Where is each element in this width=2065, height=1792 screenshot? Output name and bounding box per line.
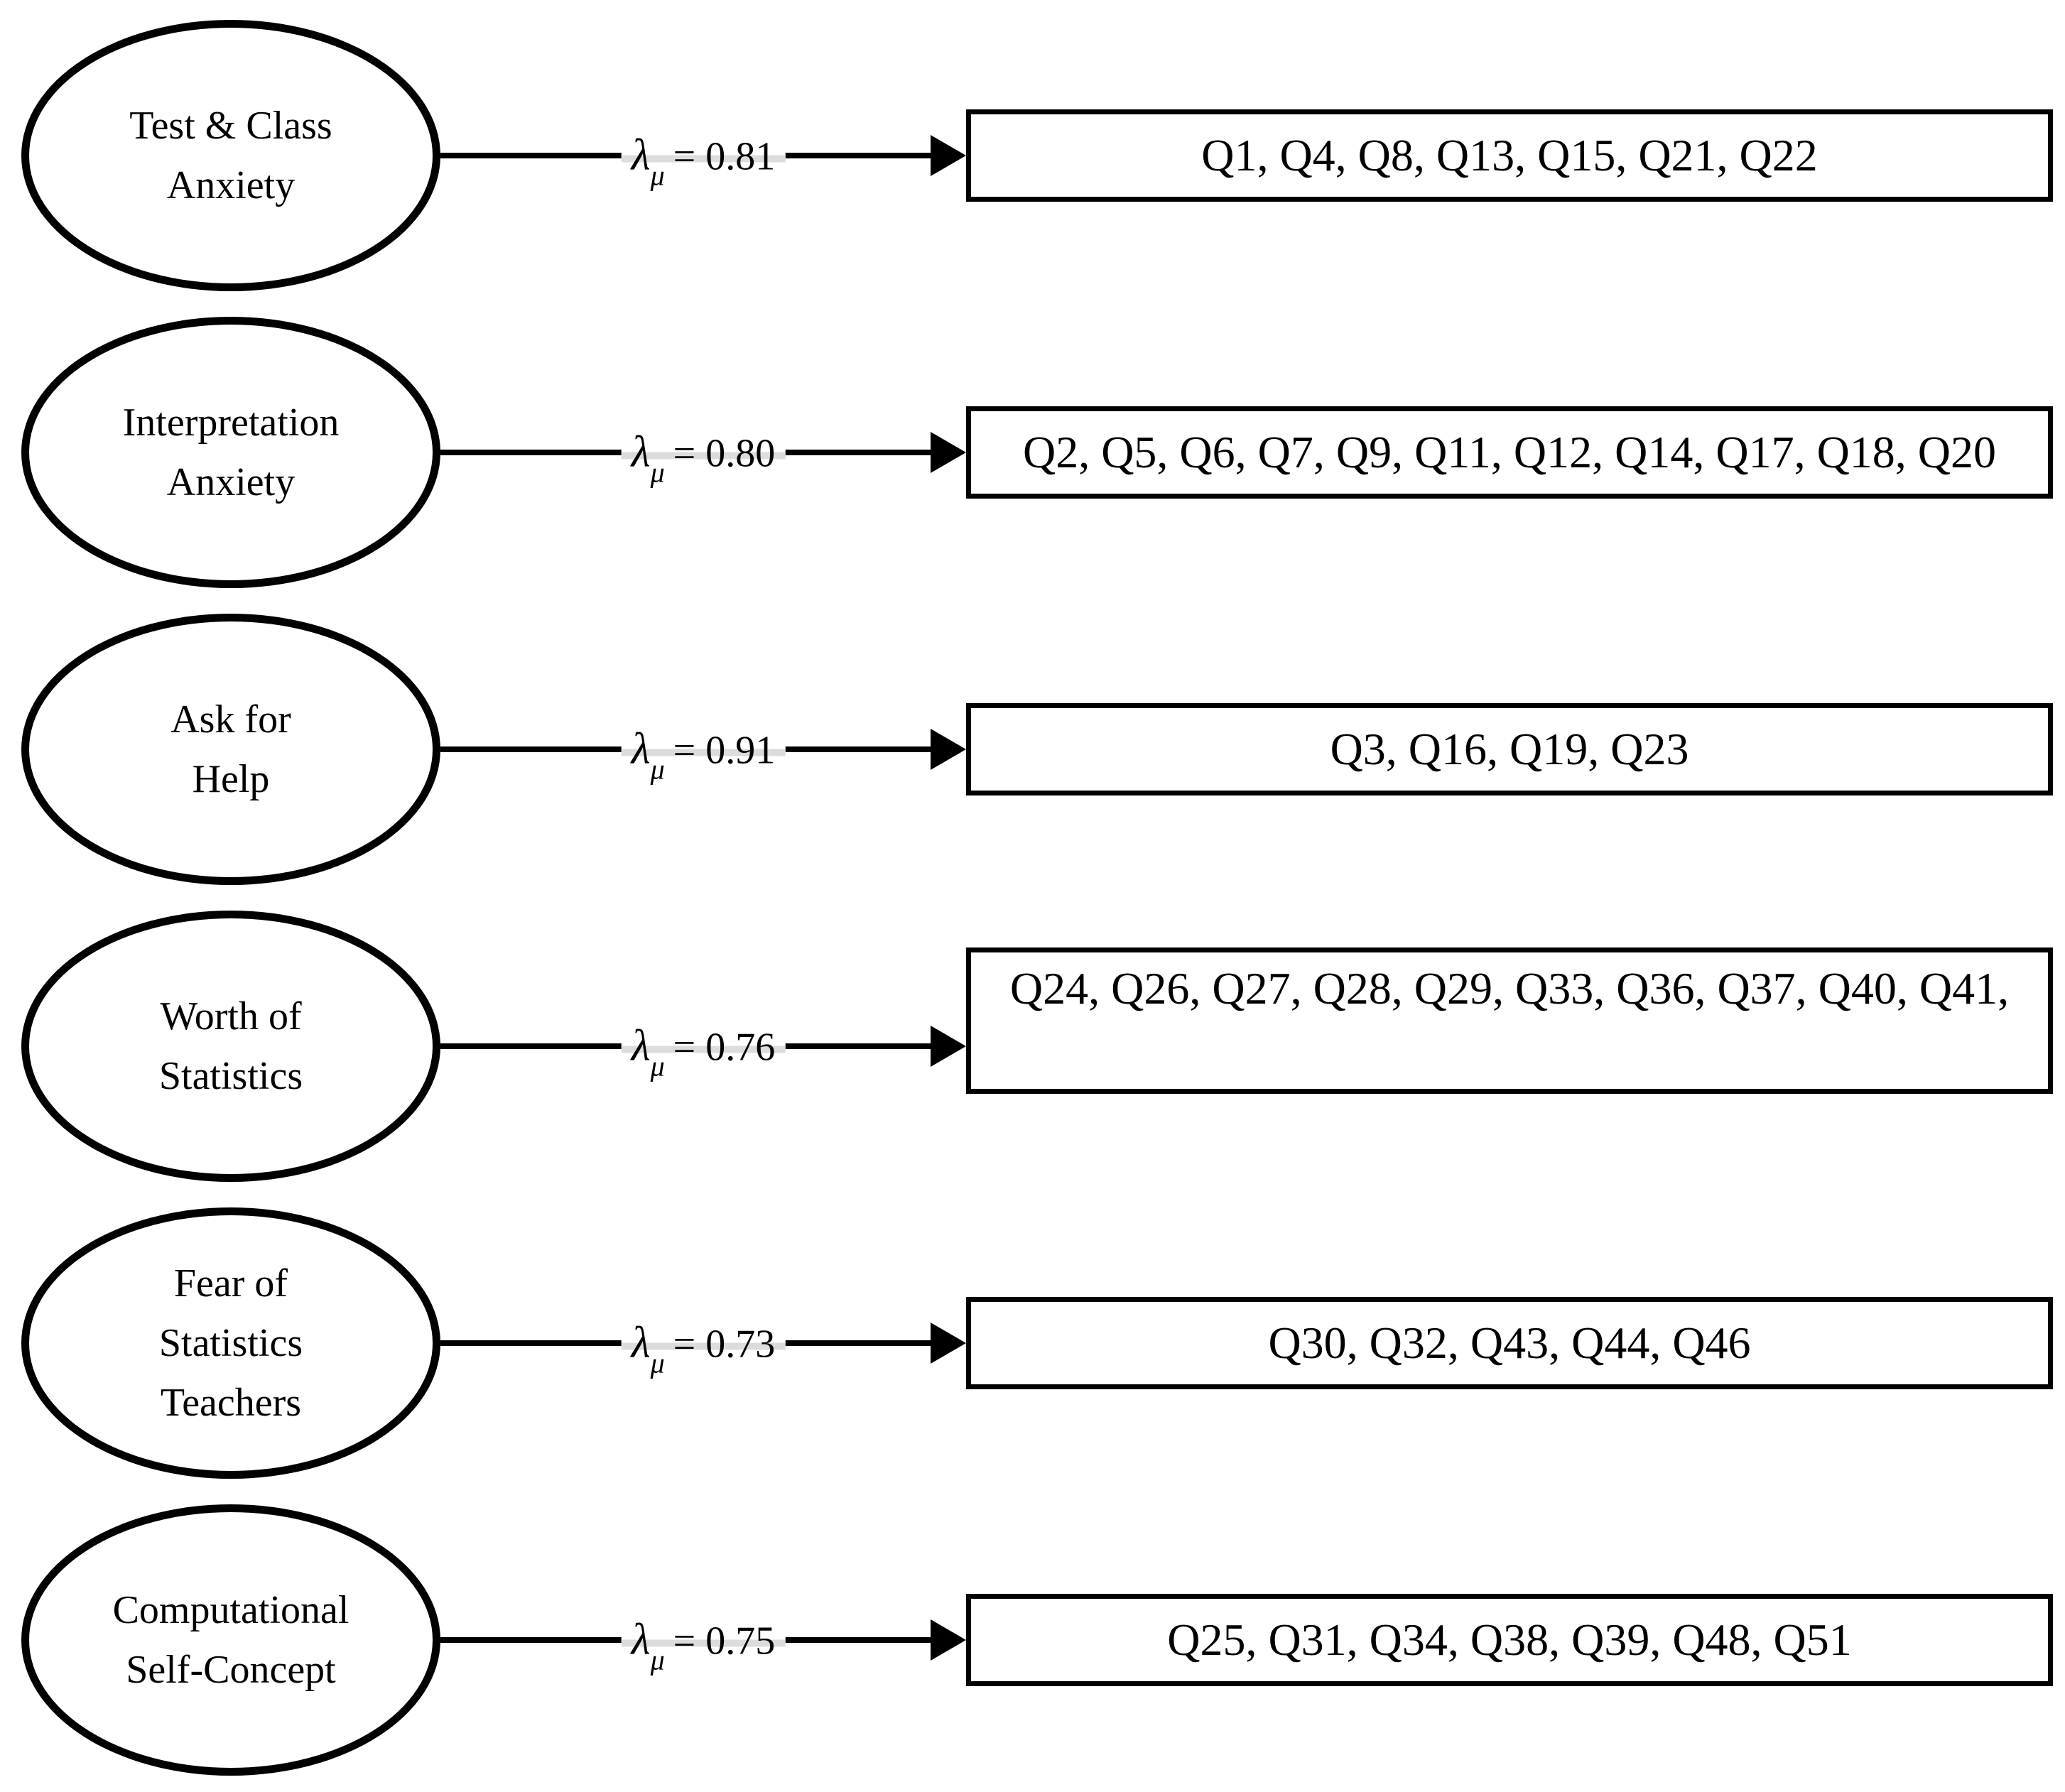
lambda-value: = 0.76 (673, 1025, 776, 1070)
lambda-symbol: λ (631, 724, 651, 773)
items-box: Q30, Q32, Q43, Q44, Q46 (966, 1297, 2053, 1389)
items-box: Q25, Q31, Q34, Q38, Q39, Q48, Q51 (966, 1594, 2053, 1686)
lambda-label: λμ= 0.80 (621, 425, 786, 487)
loading-arrow: λμ= 0.81 (440, 7, 966, 304)
items-box: Q2, Q5, Q6, Q7, Q9, Q11, Q12, Q14, Q17, … (966, 406, 2053, 499)
factor-label: Computational Self-Concept (112, 1588, 349, 1692)
loading-arrow: λμ= 0.76 (440, 898, 966, 1195)
factor-label: Test & Class Anxiety (129, 104, 332, 207)
lambda-label: λμ= 0.81 (621, 129, 786, 190)
lambda-symbol: λ (631, 1615, 651, 1664)
lambda-label: λμ= 0.75 (621, 1613, 786, 1674)
lambda-value: = 0.81 (673, 134, 776, 179)
arrowhead-icon (931, 1026, 966, 1067)
arrowhead-icon (931, 1619, 966, 1661)
items-text: Q1, Q4, Q8, Q13, Q15, Q21, Q22 (1201, 130, 1818, 180)
items-text: Q24, Q26, Q27, Q28, Q29, Q33, Q36, Q37, … (1009, 963, 2010, 1014)
factor-label: Worth of Statistics (158, 994, 303, 1098)
lambda-label: λμ= 0.76 (621, 1019, 786, 1080)
items-box: Q3, Q16, Q19, Q23 (966, 703, 2053, 795)
factor-label: Interpretation Anxiety (122, 401, 340, 504)
latent-factor-ellipse: Test & Class Anxiety (21, 20, 440, 291)
items-text: Q3, Q16, Q19, Q23 (1330, 724, 1689, 774)
arrowhead-icon (931, 432, 966, 473)
latent-factor-ellipse: Fear of Statistics Teachers (21, 1207, 440, 1479)
factor-row: Computational Self-Concept λμ= 0.75 Q25,… (21, 1492, 2053, 1788)
lambda-subscript: μ (650, 1050, 665, 1082)
arrowhead-icon (931, 1323, 966, 1364)
items-text: Q2, Q5, Q6, Q7, Q9, Q11, Q12, Q14, Q17, … (1022, 427, 1997, 477)
lambda-value: = 0.75 (673, 1619, 776, 1663)
latent-factor-ellipse: Worth of Statistics (21, 911, 440, 1182)
factor-row: Ask for Help λμ= 0.91 Q3, Q16, Q19, Q23 (21, 601, 2053, 898)
factor-label: Ask for Help (170, 697, 291, 801)
latent-factor-ellipse: Interpretation Anxiety (21, 317, 440, 588)
arrowhead-icon (931, 135, 966, 176)
lambda-symbol: λ (631, 131, 651, 180)
items-box: Q24, Q26, Q27, Q28, Q29, Q33, Q36, Q37, … (966, 947, 2053, 1094)
latent-factor-ellipse: Computational Self-Concept (21, 1504, 440, 1776)
lambda-value: = 0.91 (673, 728, 776, 773)
lambda-subscript: μ (650, 159, 665, 192)
factor-row: Worth of Statistics λμ= 0.76 Q24, Q26, Q… (21, 898, 2053, 1195)
lambda-label: λμ= 0.91 (621, 722, 786, 783)
lambda-label: λμ= 0.73 (621, 1316, 786, 1377)
lambda-value: = 0.80 (673, 431, 776, 476)
lambda-subscript: μ (650, 456, 665, 489)
arrowhead-icon (931, 729, 966, 770)
lambda-symbol: λ (631, 1021, 651, 1070)
items-text: Q25, Q31, Q34, Q38, Q39, Q48, Q51 (1167, 1614, 1852, 1665)
factor-row: Interpretation Anxiety λμ= 0.80 Q2, Q5, … (21, 304, 2053, 601)
loading-arrow: λμ= 0.91 (440, 601, 966, 898)
factor-label: Fear of Statistics Teachers (158, 1261, 303, 1425)
loading-arrow: λμ= 0.80 (440, 304, 966, 601)
lambda-subscript: μ (650, 1644, 665, 1676)
lambda-subscript: μ (650, 753, 665, 786)
items-box: Q1, Q4, Q8, Q13, Q15, Q21, Q22 (966, 109, 2053, 202)
lambda-symbol: λ (631, 1318, 651, 1367)
factor-row: Test & Class Anxiety λμ= 0.81 Q1, Q4, Q8… (21, 7, 2053, 304)
latent-factor-ellipse: Ask for Help (21, 614, 440, 885)
lambda-subscript: μ (650, 1347, 665, 1379)
lambda-symbol: λ (631, 428, 651, 477)
loading-arrow: λμ= 0.75 (440, 1492, 966, 1788)
items-text: Q30, Q32, Q43, Q44, Q46 (1268, 1318, 1751, 1368)
factor-row: Fear of Statistics Teachers λμ= 0.73 Q30… (21, 1195, 2053, 1492)
loading-arrow: λμ= 0.73 (440, 1195, 966, 1492)
lambda-value: = 0.73 (673, 1322, 776, 1367)
